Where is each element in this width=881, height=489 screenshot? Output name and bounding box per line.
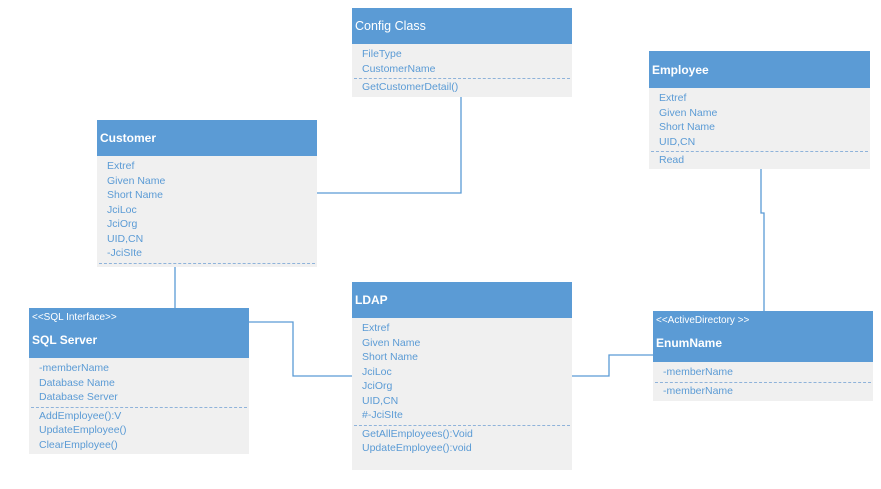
compartment-divider	[31, 406, 247, 408]
class-title: LDAP	[355, 293, 388, 307]
attribute-row: -memberName	[39, 362, 110, 374]
class-title: Config Class	[355, 19, 426, 33]
method-row: Read	[659, 154, 685, 166]
class-title: EnumName	[656, 336, 723, 350]
attribute-row: Database Server	[39, 391, 118, 403]
attribute-row: JciLoc	[362, 365, 392, 378]
class-config[interactable]: Config Class FileType CustomerName GetCu…	[352, 8, 572, 97]
attribute-row: Extref	[659, 92, 687, 104]
class-title: Employee	[652, 63, 709, 77]
attribute-row: CustomerName	[362, 62, 436, 75]
class-stereotype: <<ActiveDirectory >>	[656, 315, 750, 326]
class-stereotype: <<SQL Interface>>	[32, 312, 117, 323]
class-body: Extref Given Name Short Name JciLoc JciO…	[97, 156, 317, 264]
attribute-row: Given Name	[362, 336, 421, 349]
attribute-row: Given Name	[659, 106, 718, 119]
connector-config-customer	[317, 97, 462, 194]
compartment-divider	[99, 262, 315, 264]
class-body: -memberName -memberName	[653, 362, 873, 398]
class-header: LDAP	[352, 282, 572, 318]
attribute-row: JciOrg	[362, 380, 393, 392]
method-row: -memberName	[663, 384, 734, 397]
class-title: Customer	[100, 131, 157, 145]
attribute-row: -JciSIte	[107, 247, 143, 259]
method-row: UpdateEmployee()	[39, 424, 127, 436]
compartment-divider	[354, 424, 570, 426]
attribute-row: JciOrg	[107, 218, 138, 230]
method-row: UpdateEmployee():void	[362, 442, 472, 454]
class-sql-server[interactable]: <<SQL Interface>> SQL Server -memberName…	[29, 308, 249, 454]
attribute-row: UID,CN	[659, 135, 696, 148]
attribute-row: Given Name	[107, 174, 166, 187]
attribute-row: Short Name	[362, 351, 419, 363]
class-employee[interactable]: Employee Extref Given Name Short Name UI…	[649, 51, 870, 169]
class-enumname[interactable]: <<ActiveDirectory >> EnumName -memberNam…	[653, 311, 873, 401]
class-header: Employee	[649, 51, 870, 88]
attribute-row: -memberName	[663, 366, 734, 378]
connector-ldap-enum	[572, 354, 653, 377]
attribute-row: Extref	[362, 322, 390, 334]
attribute-row: FileType	[362, 48, 402, 60]
class-ldap[interactable]: LDAP Extref Given Name Short Name JciLoc…	[352, 282, 572, 470]
connector-employee-enum	[760, 169, 765, 311]
compartment-divider	[354, 78, 570, 79]
class-title: SQL Server	[32, 333, 98, 347]
attribute-row: JciLoc	[107, 203, 137, 216]
method-row: GetCustomerDetail()	[362, 81, 459, 93]
attribute-row: Database Name	[39, 376, 115, 389]
class-body: Extref Given Name Short Name UID,CN Read	[649, 88, 870, 168]
method-row: GetAllEmployees():Void	[362, 427, 473, 440]
attribute-row: Short Name	[659, 121, 716, 133]
attribute-row: Extref	[107, 160, 135, 172]
attribute-row: UID,CN	[107, 232, 144, 245]
compartment-divider	[655, 381, 871, 383]
class-header: <<ActiveDirectory >> EnumName	[653, 311, 873, 362]
method-row: ClearEmployee()	[39, 438, 118, 451]
class-header: Config Class	[352, 8, 572, 44]
connector-sql-ldap	[249, 321, 352, 377]
attribute-row: #-JciSIte	[362, 409, 403, 421]
attribute-row: Short Name	[107, 189, 164, 201]
class-body: Extref Given Name Short Name JciLoc JciO…	[352, 318, 572, 456]
method-row: AddEmployee():V	[39, 409, 122, 422]
class-header: <<SQL Interface>> SQL Server	[29, 308, 249, 358]
class-body: FileType CustomerName GetCustomerDetail(…	[352, 44, 572, 95]
class-header: Customer	[97, 120, 317, 156]
class-body: -memberName Database Name Database Serve…	[29, 358, 249, 452]
class-customer[interactable]: Customer Extref Given Name Short Name Jc…	[97, 120, 317, 267]
compartment-divider	[651, 151, 868, 152]
attribute-row: UID,CN	[362, 394, 399, 407]
